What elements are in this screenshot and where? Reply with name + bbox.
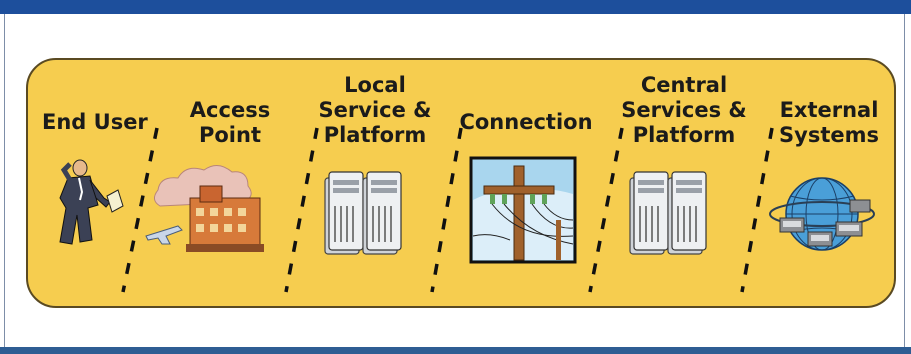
- stage-label-end-user: End User: [42, 110, 148, 134]
- separator-line: [588, 127, 624, 293]
- stage-label-access-point: Access Point: [189, 98, 271, 147]
- separator-line: [121, 127, 159, 293]
- footer-bar: [0, 347, 911, 354]
- utility-pole-icon: [469, 156, 577, 264]
- servers-icon: [324, 171, 402, 255]
- stage-label-external-systems: External Systems: [779, 98, 879, 147]
- globe-network-icon: [769, 177, 875, 251]
- separator-line: [430, 127, 463, 293]
- businessman-icon: [59, 159, 124, 245]
- separator-line: [740, 127, 774, 293]
- stage-label-central-services: Central Services & Platform: [621, 73, 747, 147]
- separator-line: [284, 127, 319, 293]
- stage-label-local-service: Local Service & Platform: [318, 73, 432, 147]
- stage-label-connection: Connection: [459, 110, 593, 134]
- header-bar: [0, 0, 911, 14]
- building-airplane-icon: [145, 165, 264, 252]
- servers-icon: [629, 171, 707, 255]
